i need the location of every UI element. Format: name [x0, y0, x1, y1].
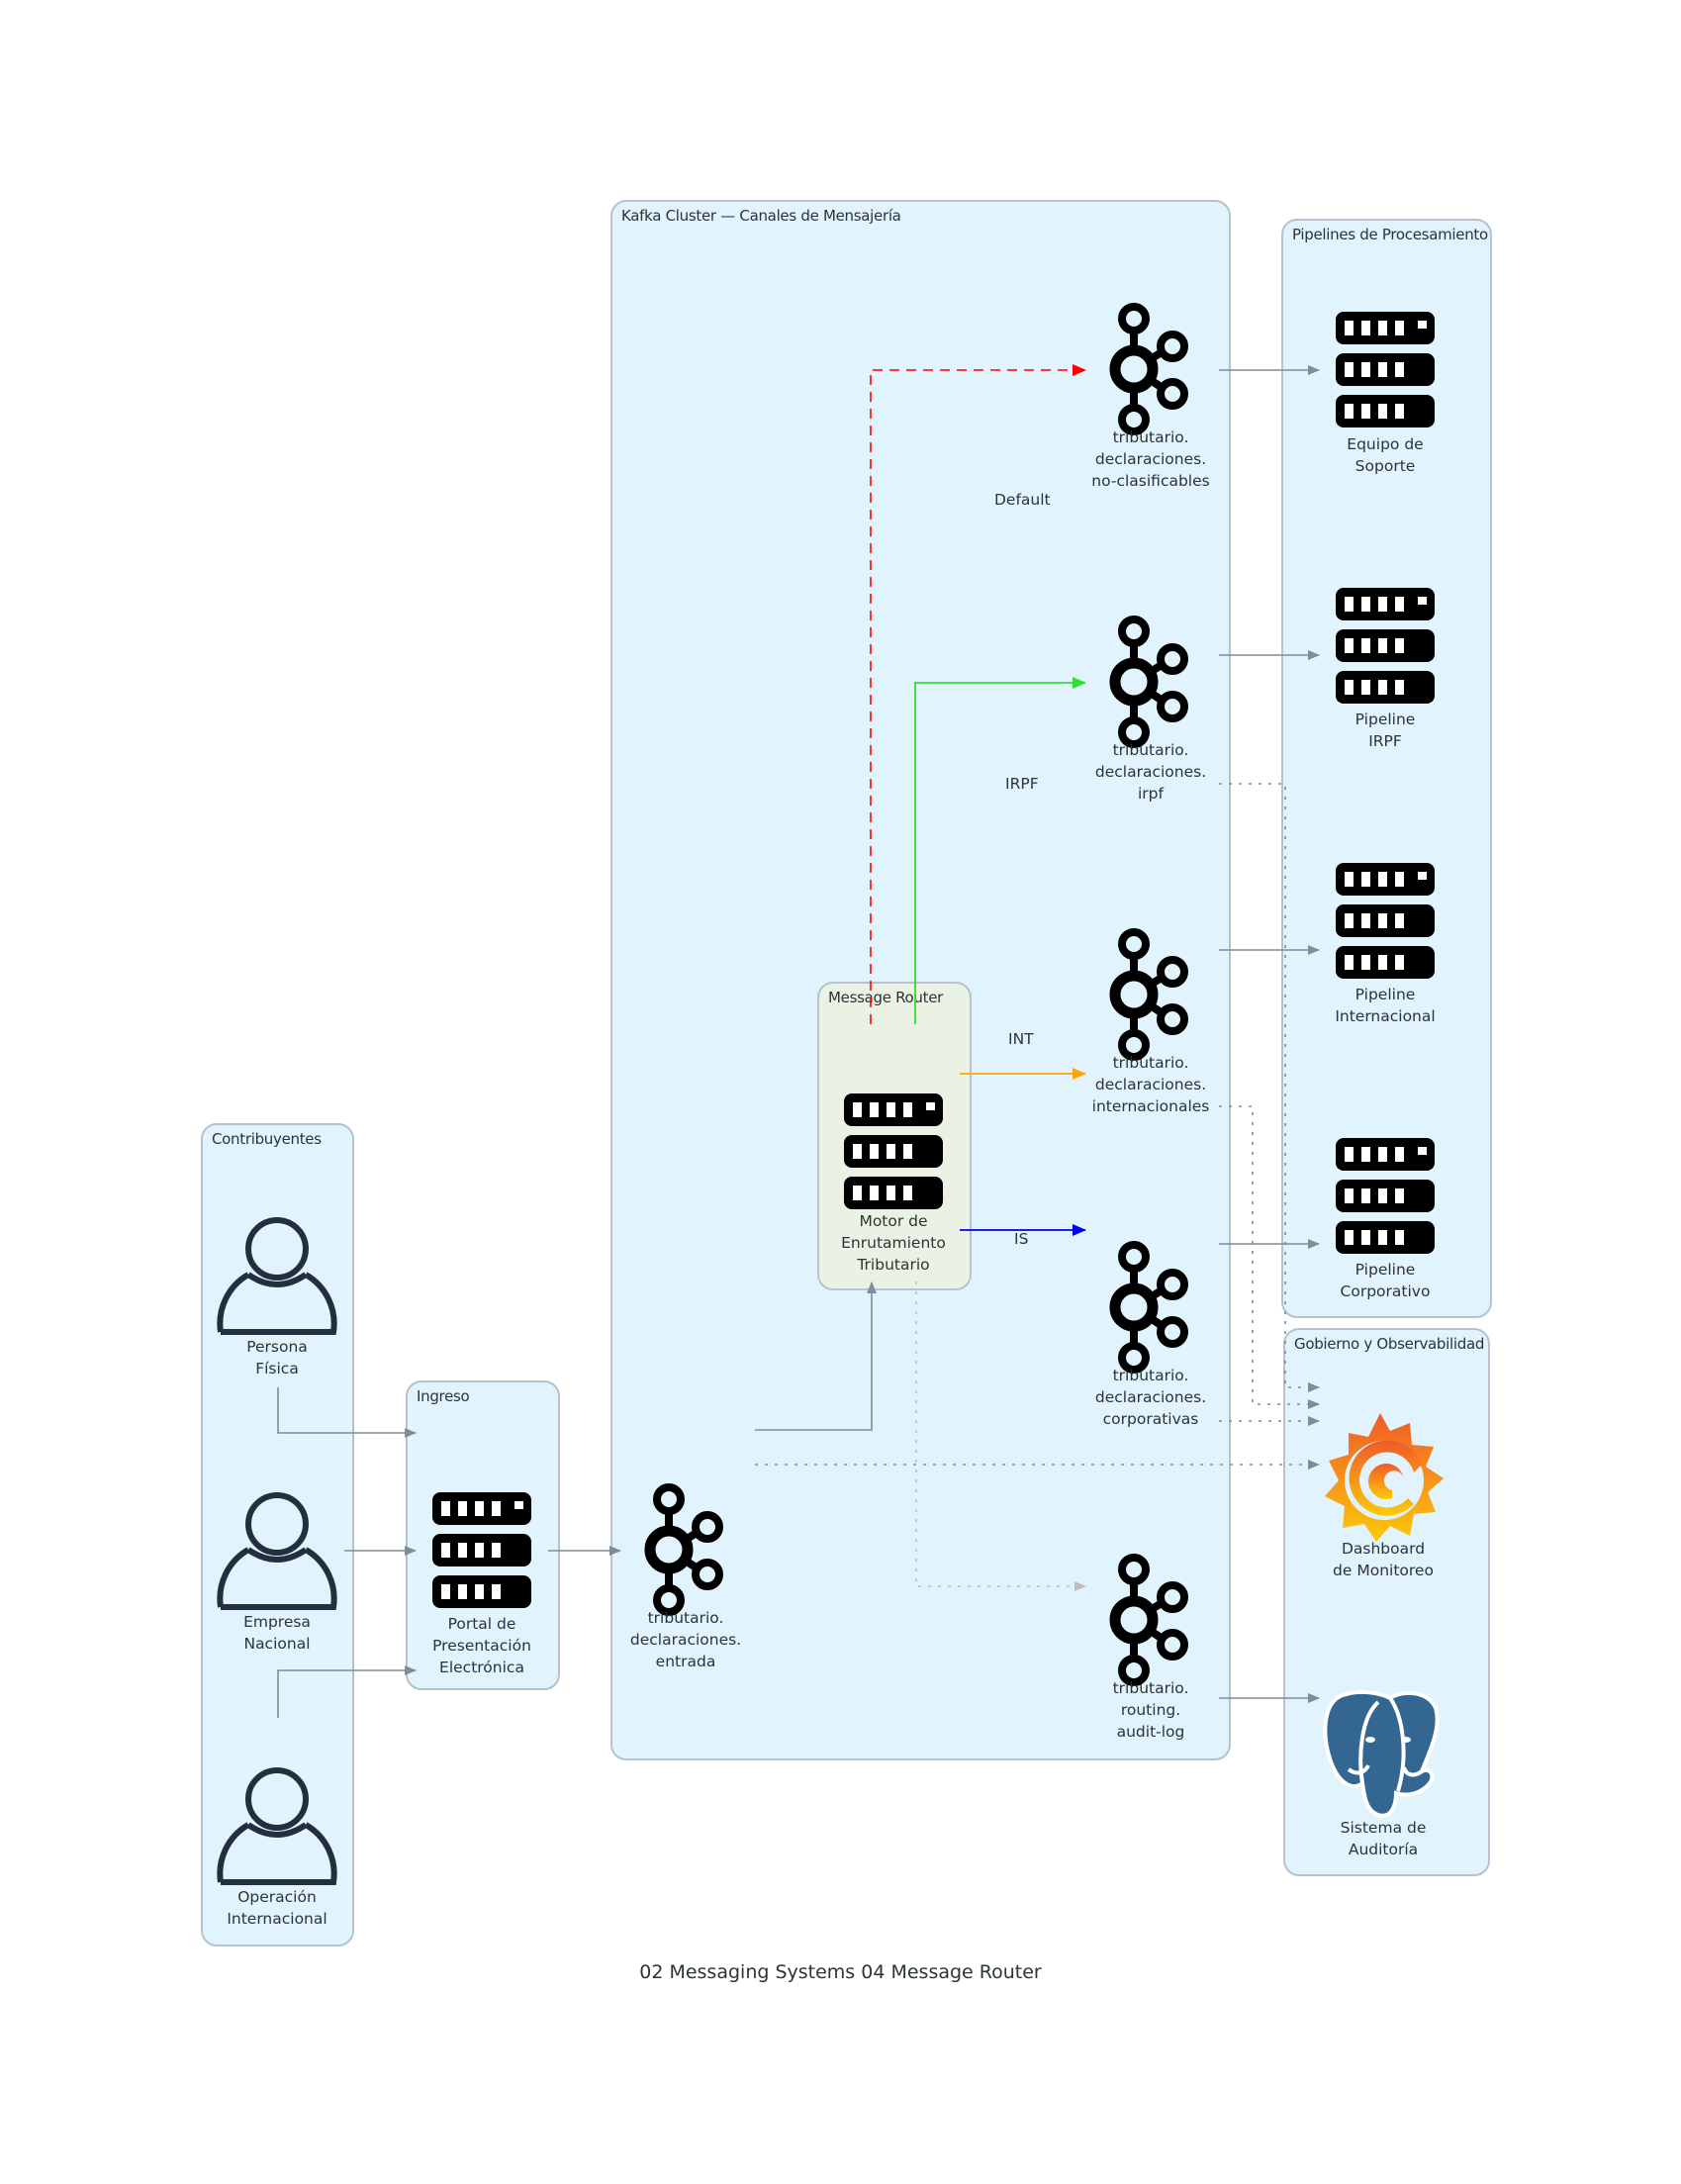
node-pipeline-internacional[interactable]: Pipeline Internacional: [1335, 863, 1436, 1031]
node-label: Pipeline Internacional: [1335, 986, 1436, 1025]
server-icon: [1336, 863, 1435, 980]
node-label: Portal de Presentación Electrónica: [432, 1615, 531, 1676]
cluster-ingreso: Ingreso: [406, 1380, 560, 1690]
cluster-label: Ingreso: [417, 1387, 470, 1405]
kafka-icon: [1109, 1553, 1192, 1687]
node-label: Motor de Enrutamiento Tributario: [841, 1212, 946, 1274]
node-label: tributario. declaraciones. irpf: [1094, 741, 1207, 803]
server-icon: [1336, 588, 1435, 705]
kafka-icon: [1109, 302, 1192, 436]
cluster-contribuyentes: Contribuyentes: [201, 1123, 354, 1947]
server-icon: [844, 1093, 943, 1210]
node-sistema-auditoria[interactable]: Sistema de Auditoría: [1319, 1688, 1448, 1866]
edge-label-is: IS: [1014, 1230, 1029, 1248]
server-icon: [1336, 312, 1435, 428]
server-icon: [432, 1492, 531, 1609]
node-label: Pipeline IRPF: [1354, 711, 1416, 750]
cluster-label: Kafka Cluster — Canales de Mensajería: [621, 207, 901, 225]
node-topic-irpf[interactable]: tributario. declaraciones. irpf: [1095, 615, 1206, 812]
node-label: tributario. declaraciones. entrada: [629, 1609, 742, 1670]
cluster-label: Gobierno y Observabilidad: [1294, 1335, 1485, 1353]
node-topic-audit-log[interactable]: tributario. routing. audit-log: [1109, 1553, 1192, 1751]
cluster-label: Message Router: [828, 989, 944, 1006]
user-icon: [213, 1484, 341, 1613]
node-topic-internacionales[interactable]: tributario. declaraciones. internacional…: [1092, 927, 1209, 1125]
node-empresa-nacional[interactable]: Empresa Nacional: [213, 1484, 341, 1662]
edge-label-default: Default: [994, 491, 1051, 509]
node-label: Pipeline Corporativo: [1340, 1261, 1431, 1300]
node-topic-entrada[interactable]: tributario. declaraciones. entrada: [630, 1482, 741, 1680]
node-topic-no-clasificables[interactable]: tributario. declaraciones. no-clasificab…: [1091, 302, 1210, 500]
node-label: tributario. declaraciones. internacional…: [1091, 1054, 1210, 1115]
server-icon: [1336, 1138, 1435, 1255]
node-label: Persona Física: [246, 1338, 308, 1377]
kafka-icon: [1109, 1240, 1192, 1375]
kafka-icon: [1109, 927, 1192, 1062]
node-equipo-soporte[interactable]: Equipo de Soporte: [1336, 312, 1435, 480]
node-topic-corporativas[interactable]: tributario. declaraciones. corporativas: [1095, 1240, 1206, 1438]
node-label: tributario. declaraciones. corporativas: [1094, 1367, 1207, 1428]
cluster-label: Pipelines de Procesamiento: [1292, 226, 1488, 243]
node-portal[interactable]: Portal de Presentación Electrónica: [432, 1492, 531, 1680]
node-operacion-internacional[interactable]: Operación Internacional: [213, 1759, 341, 1938]
edge-label-int: INT: [1008, 1030, 1034, 1048]
node-label: tributario. declaraciones. no-clasificab…: [1091, 428, 1210, 490]
node-label: tributario. routing. audit-log: [1112, 1679, 1189, 1741]
node-dashboard-monitoreo[interactable]: Dashboard de Monitoreo: [1319, 1409, 1448, 1587]
node-persona-fisica[interactable]: Persona Física: [213, 1209, 341, 1387]
kafka-icon: [1109, 615, 1192, 749]
user-icon: [213, 1759, 341, 1888]
node-label: Dashboard de Monitoreo: [1333, 1540, 1434, 1579]
kafka-icon: [644, 1482, 727, 1617]
node-motor-enrutamiento[interactable]: Motor de Enrutamiento Tributario: [841, 1093, 946, 1282]
grafana-icon: [1319, 1409, 1448, 1544]
user-icon: [213, 1209, 341, 1338]
node-label: Sistema de Auditoría: [1340, 1819, 1427, 1858]
postgresql-icon: [1319, 1688, 1448, 1823]
diagram-caption: 02 Messaging Systems 04 Message Router: [639, 1961, 1042, 1983]
node-label: Empresa Nacional: [243, 1613, 311, 1653]
node-label: Equipo de Soporte: [1347, 435, 1424, 475]
cluster-label: Contribuyentes: [212, 1130, 322, 1148]
node-label: Operación Internacional: [227, 1888, 327, 1928]
node-pipeline-corporativo[interactable]: Pipeline Corporativo: [1336, 1138, 1435, 1306]
node-pipeline-irpf[interactable]: Pipeline IRPF: [1336, 588, 1435, 756]
edge-label-irpf: IRPF: [1005, 775, 1039, 793]
